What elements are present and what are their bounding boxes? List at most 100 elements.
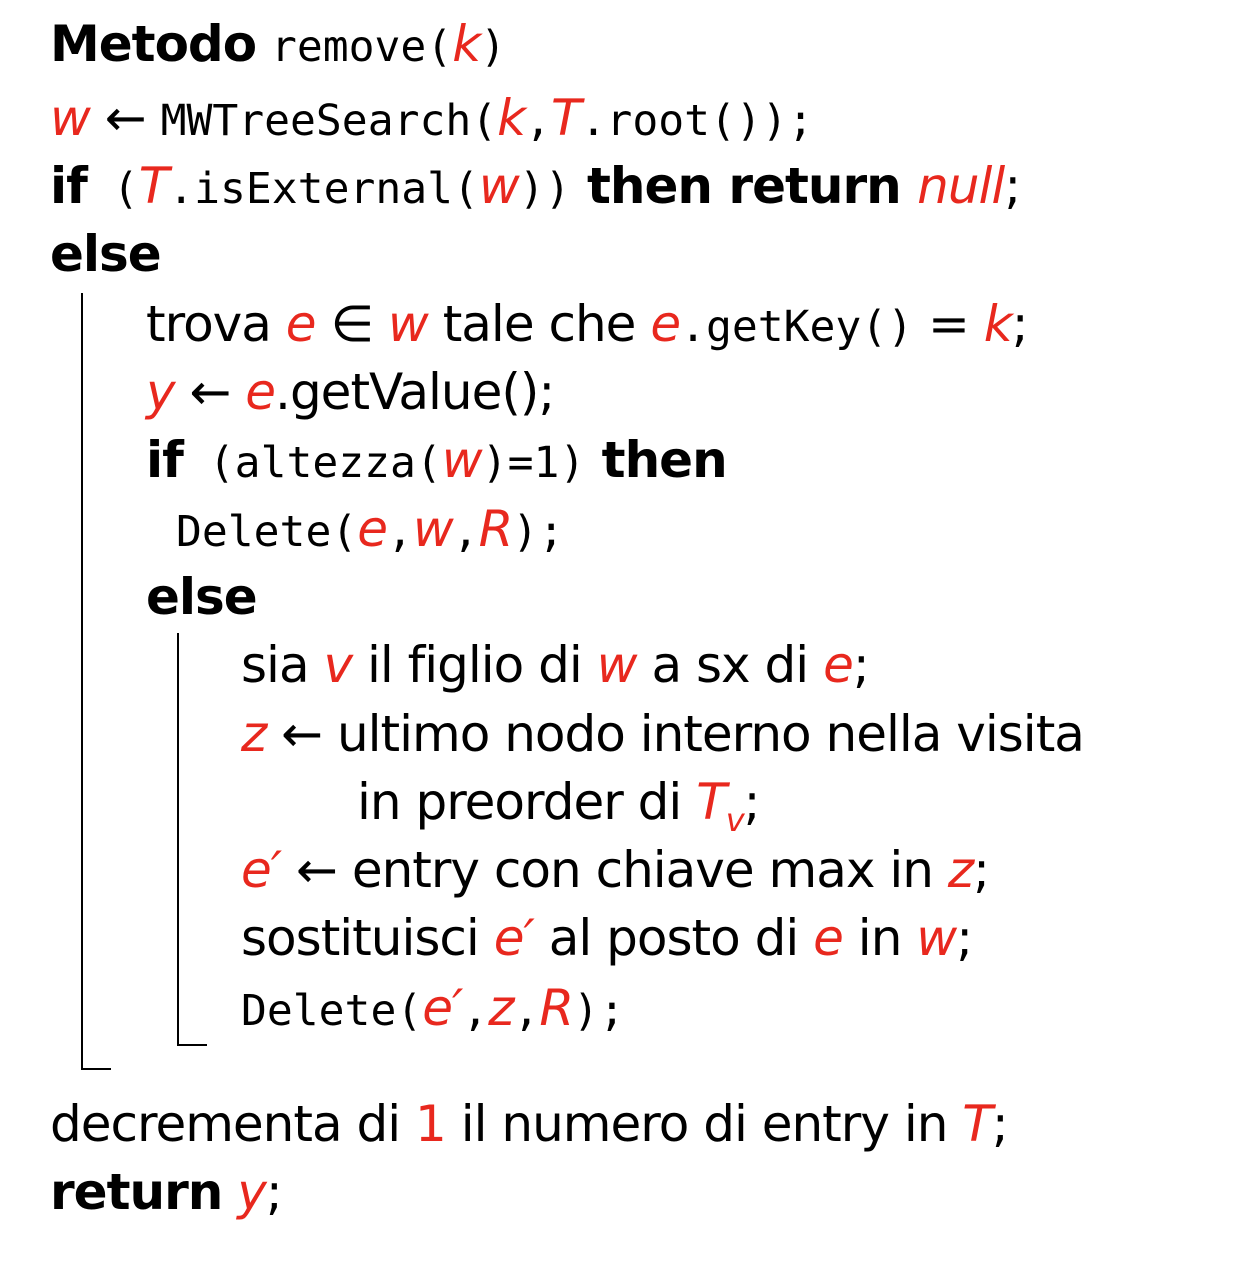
- assign-arrow: ←: [89, 89, 161, 147]
- var-e: e: [650, 295, 681, 353]
- block-bracket-inner-foot: [177, 1044, 207, 1046]
- var-T: T: [696, 773, 727, 831]
- space: [222, 1163, 237, 1221]
- line-find: trova e ∈ w tale che e.getKey() = k;: [146, 294, 1029, 354]
- keyword-then: then: [585, 431, 728, 489]
- line-delete-z: Delete(e′,z,R);: [241, 978, 625, 1038]
- line-return: return y;: [50, 1162, 283, 1222]
- var-T: T: [551, 89, 582, 147]
- symbol-eq: =: [913, 295, 984, 353]
- line-else: else: [50, 224, 162, 284]
- line-if-external: if (T.isExternal(w)) then return null;: [50, 156, 1021, 216]
- call-text: (altezza(: [182, 438, 442, 488]
- var-k: k: [497, 89, 526, 147]
- semicolon: ;: [991, 1095, 1009, 1153]
- var-w: w: [50, 89, 91, 147]
- keyword-else: else: [50, 225, 162, 283]
- comma: ,: [513, 986, 540, 1036]
- var-e: e: [813, 909, 844, 967]
- comma: ,: [525, 96, 551, 146]
- semicolon: ;: [956, 909, 973, 967]
- block-bracket-outer-foot: [81, 1068, 111, 1070]
- text: al posto di: [533, 909, 814, 967]
- line-max-entry: e′ ← entry con chiave max in z;: [241, 840, 990, 900]
- text: sia: [241, 636, 324, 694]
- assign-arrow: ←: [266, 705, 337, 763]
- var-T: T: [962, 1095, 993, 1153]
- assign-arrow: ←: [174, 363, 246, 421]
- text: entry con chiave max in: [351, 841, 948, 899]
- line-last-node: z ← ultimo nodo interno nella visita: [241, 704, 1085, 764]
- line-if-height: if (altezza(w)=1) then: [146, 430, 728, 490]
- keyword-return: return: [50, 1163, 223, 1221]
- text: decrementa di: [50, 1095, 416, 1153]
- paren: (: [426, 22, 453, 72]
- semicolon: ;: [1011, 295, 1029, 353]
- var-R: R: [478, 500, 514, 558]
- var-y: y: [237, 1163, 267, 1221]
- call-text: MWTreeSearch(: [160, 96, 498, 146]
- keyword-if: if: [50, 157, 88, 215]
- call-text: .getKey(): [680, 302, 914, 352]
- null-value: null: [917, 157, 1005, 215]
- paren: (: [86, 164, 139, 214]
- var-k: k: [983, 295, 1013, 353]
- text: sostituisci: [241, 909, 494, 967]
- number-one: 1: [415, 1095, 447, 1153]
- text: a sx di: [636, 636, 824, 694]
- text: il figlio di: [352, 636, 597, 694]
- call-text: .isExternal(: [168, 164, 479, 214]
- keyword-then-return: then return: [570, 157, 918, 215]
- line-else-inner: else: [146, 567, 258, 627]
- semicolon: ;: [973, 841, 990, 899]
- comma: ,: [386, 507, 413, 557]
- var-T: T: [138, 157, 170, 215]
- paren: )): [518, 164, 571, 214]
- var-z: z: [947, 841, 974, 899]
- var-w: w: [412, 500, 454, 558]
- var-e: e: [285, 295, 317, 353]
- semicolon: ;: [743, 773, 761, 831]
- method-header: Metodo remove(k): [50, 14, 506, 74]
- assign-arrow: ←: [281, 841, 352, 899]
- var-e: e: [245, 363, 276, 421]
- text: in: [842, 909, 917, 967]
- call-text: Delete(: [176, 507, 358, 557]
- var-w: w: [387, 295, 429, 353]
- var-e: e: [823, 636, 854, 694]
- line-search: w ← MWTreeSearch(k,T.root());: [50, 88, 814, 148]
- call-text: .root());: [580, 96, 814, 146]
- text: tale che: [427, 295, 651, 353]
- call-text: );: [512, 507, 565, 557]
- var-e-prime: e′: [241, 841, 282, 899]
- var-w: w: [441, 431, 483, 489]
- text: ultimo nodo interno nella visita: [336, 705, 1085, 763]
- call-text: )=1): [481, 438, 586, 488]
- line-child: sia v il figlio di w a sx di e;: [241, 635, 870, 695]
- text: il numero di entry in: [445, 1095, 963, 1153]
- var-z: z: [241, 705, 267, 763]
- var-y: y: [146, 363, 176, 421]
- semicolon: ;: [265, 1163, 283, 1221]
- var-z: z: [488, 979, 514, 1037]
- text: in preorder di: [357, 773, 697, 831]
- subscript-v: v: [725, 801, 745, 839]
- semicolon: ;: [852, 636, 870, 694]
- call-text: .getValue();: [275, 363, 555, 421]
- var-w: w: [478, 157, 520, 215]
- var-w: w: [596, 636, 638, 694]
- var-e: e: [357, 500, 388, 558]
- var-v: v: [323, 636, 353, 694]
- call-text: );: [573, 986, 625, 1036]
- method-keyword: Metodo: [50, 15, 257, 73]
- block-bracket-inner: [177, 633, 179, 1046]
- var-w: w: [916, 909, 957, 967]
- call-text: Delete(: [241, 986, 423, 1036]
- method-name: remove: [270, 22, 427, 72]
- comma: ,: [452, 507, 479, 557]
- keyword-if: if: [146, 431, 184, 489]
- line-decrement: decrementa di 1 il numero di entry in T;: [50, 1094, 1009, 1154]
- line-get-value: y ← e.getValue();: [146, 362, 555, 422]
- keyword-else: else: [146, 568, 258, 626]
- var-e-prime: e′: [422, 979, 463, 1037]
